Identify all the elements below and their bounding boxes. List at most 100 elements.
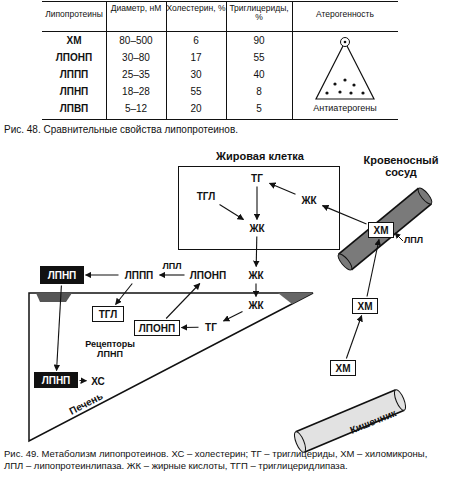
axis-note: Антиатерогены	[294, 104, 396, 114]
table-cell: 17	[166, 52, 226, 63]
vldl-box: ЛПОНП	[134, 320, 180, 336]
table-rule	[292, 1, 293, 120]
table-cell: 18–28	[106, 86, 166, 97]
vessel-wall	[345, 196, 425, 262]
chylomicron-box: ХМ	[368, 222, 394, 238]
figure-caption: Рис. 48. Сравнительные свойства липопрот…	[4, 124, 444, 135]
dot-mark	[338, 90, 341, 93]
leader-arrow	[395, 233, 403, 241]
node-label: ЛПНП	[40, 266, 84, 284]
table-cell: 25–35	[106, 69, 166, 80]
table-cell: 90	[226, 35, 292, 46]
table-cell: 5	[226, 103, 292, 114]
table-rule	[106, 1, 107, 120]
node-label: ЖК	[244, 268, 268, 282]
table-rule	[226, 1, 227, 120]
node-label: ЛПНП	[34, 372, 78, 388]
node-label: ХМ	[353, 299, 377, 313]
enzyme-label: ЛПЛ	[404, 236, 434, 246]
table-rule	[166, 1, 167, 120]
node-label: ХМ	[331, 361, 355, 375]
flow-arrow	[256, 187, 257, 220]
table-cell: 40	[226, 69, 292, 80]
dot-mark	[343, 78, 346, 81]
table-header: Диаметр, нМ	[106, 4, 166, 13]
node-label: ЖК	[244, 298, 268, 312]
dot-mark	[333, 82, 336, 85]
apex-symbol	[341, 38, 350, 47]
table-header: Триглицериды, %	[226, 4, 292, 23]
metabolite-term: ТГ	[246, 171, 268, 185]
table-header: Холестерин, %	[166, 4, 226, 13]
intestine: Кишечник	[290, 386, 410, 444]
vessel-lumen	[345, 196, 425, 262]
node-label: ТГЛ	[191, 189, 221, 203]
flow-arrow	[86, 274, 119, 275]
node-label: ХС	[88, 374, 108, 388]
table-cell: 8	[226, 86, 292, 97]
figure-caption: Рис. 49. Метаболизм липопротеинов. ХС – …	[4, 448, 444, 472]
metabolite-term: ХС	[88, 374, 108, 388]
atherogenicity-triangle	[316, 42, 374, 99]
table-row-head: ЛПВП	[42, 103, 106, 114]
edge-label: ЛПЛ	[157, 262, 187, 272]
dot-mark	[352, 83, 355, 86]
flow-arrow	[270, 183, 296, 194]
apex-symbol	[344, 41, 347, 44]
table-row-head: ЛПОНП	[42, 52, 106, 63]
node-label: ТГ	[200, 320, 222, 334]
chylomicron-box: ХМ	[330, 360, 356, 376]
node-label: ЛПОНП	[186, 268, 230, 282]
table-cell: 80–500	[106, 35, 166, 46]
table-cell: 5–12	[106, 103, 166, 114]
vessel-end	[336, 252, 354, 272]
metabolite-term: ЖК	[244, 298, 268, 312]
liver-outline	[29, 293, 313, 441]
metabolite-term: ТГ	[200, 320, 222, 334]
node-label: ТГ	[246, 171, 268, 185]
enzyme-term: ТГЛ	[191, 189, 221, 203]
node-heading: Жировая клетка	[179, 150, 341, 162]
vessel-end	[416, 186, 434, 206]
table-row-head: ХМ	[42, 35, 106, 46]
table-cell: 55	[226, 52, 292, 63]
table-rule	[42, 1, 398, 2]
dot-mark	[349, 91, 352, 94]
node-label: ЖК	[297, 193, 321, 207]
flow-arrow	[323, 206, 367, 224]
enzyme-box: ТГЛ	[92, 306, 124, 322]
node-label: ЖК	[245, 221, 269, 235]
node-label: ТГЛ	[93, 307, 123, 321]
table-rule	[42, 119, 398, 120]
table-rule	[42, 31, 398, 32]
table-row-head: ЛПНП	[42, 86, 106, 97]
node-label: ХМ	[369, 223, 393, 237]
flow-arrow	[256, 237, 258, 267]
receptor-zone	[36, 293, 72, 302]
liver-outline	[28, 292, 314, 442]
blood-vessel: Кровеносный сосудХМ	[338, 186, 436, 276]
receptor-zone	[278, 293, 313, 304]
dot-mark	[361, 91, 364, 94]
ldl-box: ЛПНП	[40, 266, 84, 284]
node-label: ЛПОНП	[135, 321, 179, 335]
flow-arrow	[220, 205, 244, 220]
lipoprotein-term: ЛППП	[120, 268, 158, 282]
node-label: ЛППП	[120, 268, 158, 282]
flow-arrow	[160, 274, 185, 275]
table-cell: 6	[166, 35, 226, 46]
node-heading: Кровеносный сосуд	[358, 154, 444, 178]
table-cell: 20	[166, 103, 226, 114]
metabolite-term: ЖК	[297, 193, 321, 207]
table-row-head: ЛППП	[42, 69, 106, 80]
dot-mark	[325, 91, 328, 94]
table-cell: 30–80	[106, 52, 166, 63]
chylomicron-box: ХМ	[352, 298, 378, 314]
metabolite-term: ЖК	[244, 268, 268, 282]
adipose-cell-box: Жировая клеткаТГТГЛЖКЖК	[178, 166, 340, 250]
ldl-box: ЛПНП	[34, 372, 78, 388]
receptor-label: Рецепторы ЛПНП	[78, 340, 142, 360]
table-cell: 30	[166, 69, 226, 80]
flow-arrow	[346, 316, 361, 359]
